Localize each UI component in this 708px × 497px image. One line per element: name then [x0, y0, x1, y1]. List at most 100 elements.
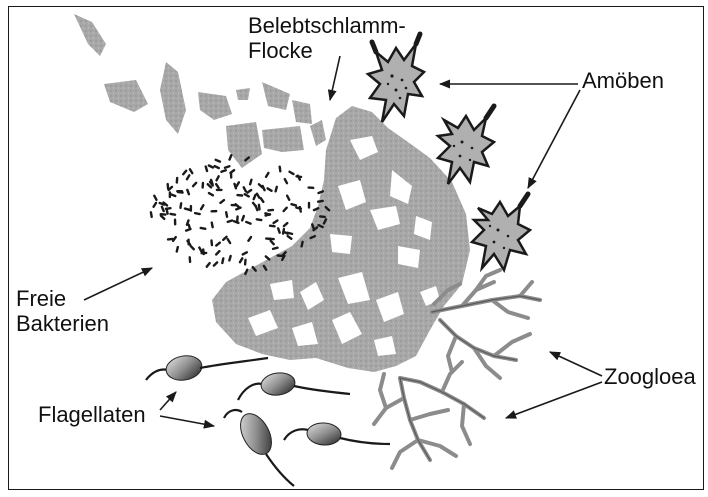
bacterium-icon	[215, 241, 222, 247]
flagellate-icon	[224, 408, 294, 486]
bacterium-icon	[266, 187, 273, 193]
bacterium-icon	[191, 181, 198, 188]
bacterium-icon	[252, 193, 257, 200]
bacterium-icon	[199, 204, 205, 211]
bacterium-icon	[205, 261, 211, 268]
bacterium-icon	[274, 185, 278, 192]
bacterium-icon	[282, 206, 289, 213]
bacterium-icon	[244, 259, 247, 266]
zoogloea-pointer-2	[506, 382, 602, 418]
bacterium-icon	[259, 196, 265, 203]
bacterium-icon	[210, 210, 217, 213]
bacteria-label-line2: Bakterien	[16, 311, 109, 336]
bacterium-icon	[210, 239, 213, 246]
bacterium-icon	[215, 175, 220, 182]
bacterium-icon	[225, 211, 229, 218]
bacterium-icon	[269, 224, 276, 227]
bacterium-icon	[175, 177, 178, 184]
bacterium-icon	[152, 201, 158, 208]
bacterium-icon	[249, 178, 253, 185]
bacterium-icon	[278, 165, 281, 172]
bacterium-icon	[194, 212, 201, 216]
bacterium-icon	[221, 257, 225, 264]
bacterium-icon	[308, 202, 310, 209]
bacterium-icon	[169, 213, 176, 216]
flagellate-icon	[238, 371, 350, 400]
bacterium-icon	[160, 205, 165, 212]
bacterium-icon	[189, 244, 196, 251]
bacterium-icon	[282, 221, 289, 227]
bacterium-icon	[230, 172, 233, 179]
bacterium-icon	[219, 198, 226, 204]
bacterium-icon	[214, 158, 221, 163]
bacterium-icon	[179, 202, 182, 209]
bacterium-icon	[295, 206, 302, 210]
zoogloea-label: Zoogloea	[604, 364, 696, 389]
bacterium-icon	[216, 189, 223, 191]
bacterium-icon	[188, 168, 194, 175]
bacterium-icon	[228, 154, 233, 161]
bacterium-icon	[290, 203, 297, 207]
floc-label: Belebtschlamm- Flocke	[248, 13, 406, 63]
bacterium-icon	[174, 218, 177, 225]
bacterium-icon	[255, 218, 262, 221]
bacterium-icon	[200, 252, 207, 255]
floc-label-line2: Flocke	[248, 38, 406, 63]
bacterium-icon	[272, 246, 279, 250]
bacterium-icon	[264, 171, 270, 178]
bacterium-icon	[288, 170, 295, 176]
bacterium-icon	[236, 194, 243, 197]
bacterium-icon	[185, 174, 191, 181]
bacterium-icon	[188, 256, 191, 263]
flagellate-icon	[146, 353, 268, 383]
bacterium-icon	[153, 194, 158, 201]
bacterium-icon	[286, 194, 291, 201]
bacterium-icon	[213, 165, 220, 170]
bacterium-icon	[199, 227, 206, 231]
bacterium-icon	[226, 219, 233, 223]
bacterium-icon	[207, 191, 214, 196]
bacterium-icon	[272, 219, 279, 225]
bacterium-icon	[187, 238, 190, 245]
bacterium-icon	[214, 182, 220, 189]
bacterium-icon	[215, 249, 222, 256]
bacterium-icon	[245, 220, 252, 225]
amoeba-icon	[472, 194, 530, 270]
bacterium-icon	[166, 183, 169, 190]
bacterium-icon	[286, 234, 293, 240]
bacterium-icon	[267, 209, 274, 212]
bacterium-icon	[226, 237, 232, 244]
bacterium-icon	[176, 190, 183, 192]
amoeba-icon	[438, 106, 494, 184]
bacterium-icon	[207, 164, 214, 169]
bacterium-icon	[182, 169, 188, 176]
bacterium-icon	[265, 237, 272, 240]
bacteria-label-line1: Freie	[16, 286, 109, 311]
bacteria-label: Freie Bakterien	[16, 286, 109, 336]
bacterium-icon	[186, 188, 191, 195]
bacterium-icon	[241, 251, 248, 256]
floc-label-line1: Belebtschlamm-	[248, 13, 406, 38]
bacterium-icon	[236, 215, 239, 222]
amoeba-pointer-2	[528, 90, 580, 188]
bacterium-icon	[277, 227, 282, 234]
bacterium-icon	[228, 255, 232, 262]
flagellates-label: Flagellaten	[38, 402, 146, 427]
flagellate-pointer-2	[160, 416, 214, 426]
bacterium-icon	[150, 211, 154, 218]
bacterium-icon	[307, 186, 314, 189]
amoeba-label: Amöben	[582, 68, 664, 93]
bacterium-icon	[224, 165, 231, 170]
bacterium-icon	[185, 227, 192, 232]
bacterium-icon	[212, 261, 219, 268]
bacterium-icon	[238, 257, 244, 264]
bacterium-icon	[201, 182, 204, 189]
zoogloea-pointer-1	[550, 352, 602, 376]
flagellate-pointer-1	[160, 392, 176, 410]
bacterium-icon	[210, 221, 214, 228]
bacterium-icon	[220, 169, 227, 173]
bacterium-icon	[241, 215, 246, 222]
bacterium-icon	[175, 246, 179, 253]
bacterium-icon	[247, 235, 253, 242]
